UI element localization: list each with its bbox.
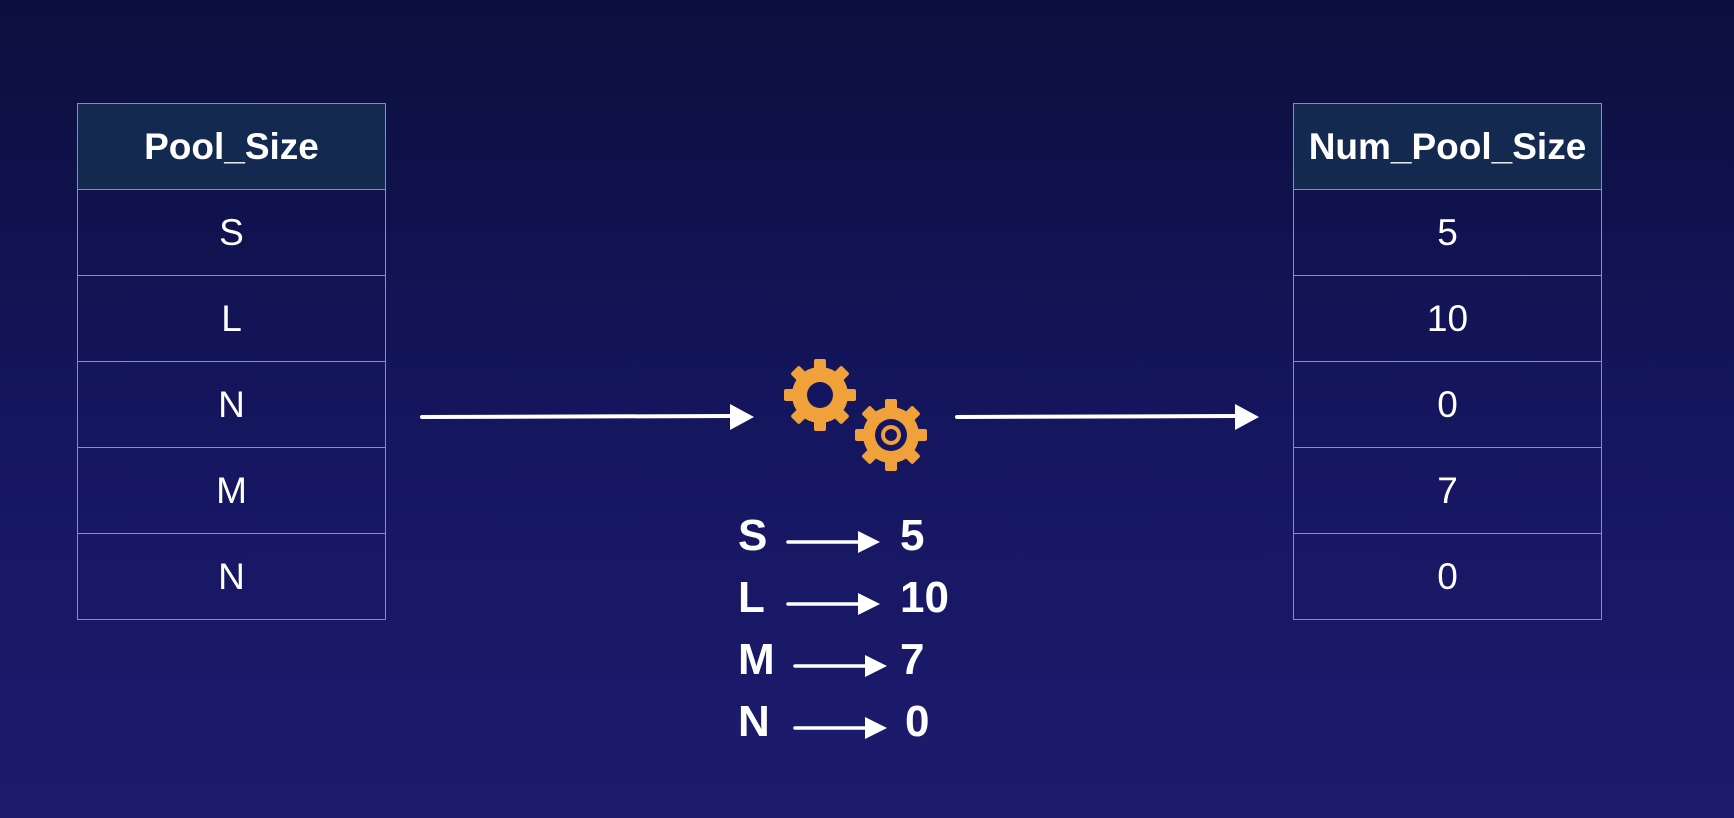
input-table-cell: N — [77, 361, 386, 448]
mapping-value: 7 — [900, 635, 925, 684]
arrow-right-icon — [786, 531, 880, 553]
output-table-cell: 10 — [1293, 275, 1602, 362]
mapping-row: M 7 — [738, 629, 968, 691]
output-table-cell: 0 — [1293, 533, 1602, 620]
mapping-value: 0 — [905, 697, 930, 746]
arrow-right-icon — [793, 655, 887, 677]
output-table-cell: 7 — [1293, 447, 1602, 534]
mapping-key: L — [738, 573, 765, 622]
output-table-cell: 0 — [1293, 361, 1602, 448]
arrow-right-icon — [420, 404, 754, 430]
mapping-key: S — [738, 511, 768, 560]
arrow-right-icon — [793, 717, 887, 739]
arrow-right-icon — [955, 404, 1259, 430]
input-table-cell: N — [77, 533, 386, 620]
mapping-row: S 5 — [738, 505, 968, 567]
mapping-value: 5 — [900, 511, 925, 560]
gears-icon — [784, 359, 927, 471]
output-table: Num_Pool_Size 5 10 0 7 0 — [1293, 103, 1602, 620]
arrow-right-icon — [786, 593, 880, 615]
input-table: Pool_Size S L N M N — [77, 103, 386, 620]
output-table-header: Num_Pool_Size — [1293, 103, 1602, 190]
mapping-key: M — [738, 635, 775, 684]
mapping-value: 10 — [900, 573, 949, 622]
mapping-key: N — [738, 697, 770, 746]
input-table-cell: S — [77, 189, 386, 276]
input-table-header: Pool_Size — [77, 103, 386, 190]
output-table-cell: 5 — [1293, 189, 1602, 276]
input-table-cell: M — [77, 447, 386, 534]
mapping-list: S 5 L 10 M 7 N 0 — [738, 505, 968, 753]
input-table-cell: L — [77, 275, 386, 362]
mapping-row: N 0 — [738, 691, 968, 753]
mapping-row: L 10 — [738, 567, 968, 629]
